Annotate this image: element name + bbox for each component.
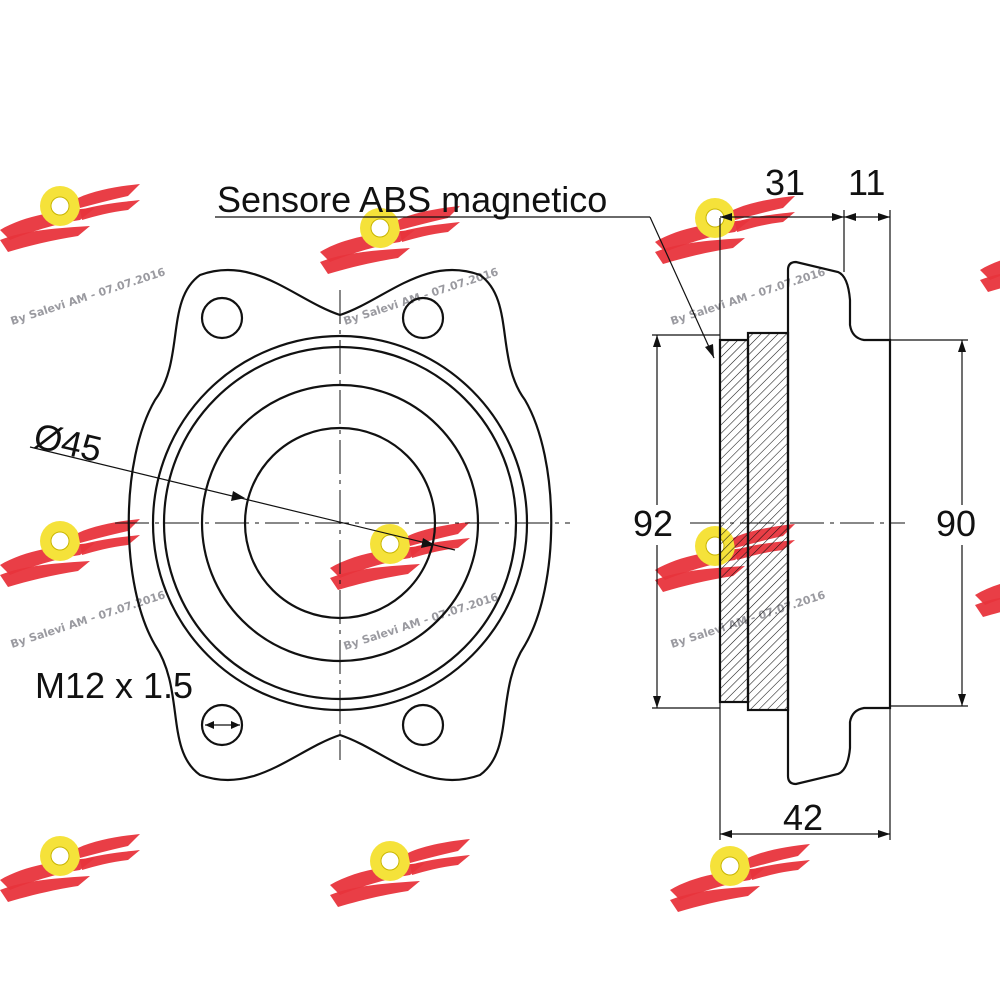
arrow-head	[832, 213, 844, 221]
watermark-logo-icon	[979, 223, 1000, 293]
arrow-head	[958, 340, 966, 352]
watermark-logo-icon	[0, 833, 141, 903]
watermark-text: By Salevi AM - 07.07.2016	[342, 590, 500, 653]
arrow-head	[878, 830, 890, 838]
arrow-head	[421, 538, 435, 548]
watermark-logo-icon	[0, 183, 141, 253]
arrow-head	[720, 213, 732, 221]
sensor-label: Sensore ABS magnetico	[217, 179, 607, 220]
arrow-head	[844, 213, 856, 221]
arrow-head	[653, 696, 661, 708]
dim-42-text: 42	[783, 797, 823, 838]
watermark-texts: By Salevi AM - 07.07.2016 By Salevi AM -…	[9, 265, 827, 653]
dim-31-text: 31	[765, 162, 805, 203]
arrow-head	[878, 213, 890, 221]
watermark-text: By Salevi AM - 07.07.2016	[9, 265, 167, 328]
side-view: 92 90 31 11 42 Sensore ABS magnetico	[215, 162, 976, 840]
dim-90-text: 90	[936, 503, 976, 544]
dim-92-text: 92	[633, 503, 673, 544]
arrow-head	[705, 344, 714, 358]
arrow-head	[231, 491, 245, 501]
arrow-head	[720, 830, 732, 838]
watermark-logo-icon	[669, 843, 811, 913]
bearing-body	[746, 331, 790, 712]
flange-outline	[127, 268, 553, 782]
thread-hole	[200, 703, 244, 747]
thread-label: M12 x 1.5	[35, 665, 193, 706]
watermark-logo-icon	[0, 518, 141, 588]
diameter-label: Ø45	[30, 415, 106, 470]
watermark-logo-icon	[329, 521, 471, 591]
sensor-leader	[649, 216, 715, 359]
arrow-head	[205, 721, 214, 729]
bolt-hole	[200, 296, 244, 340]
arrow-head	[653, 335, 661, 347]
dim-11-text: 11	[848, 162, 885, 203]
watermark-logo-icon	[654, 195, 796, 265]
watermark-logo-icon	[329, 838, 471, 908]
watermark-text: By Salevi AM - 07.07.2016	[669, 265, 827, 328]
bolt-hole	[401, 296, 445, 340]
abs-sensor-ring	[718, 338, 750, 704]
arrow-head	[231, 721, 240, 729]
watermark-logo-icon	[974, 548, 1000, 618]
bolt-hole	[401, 703, 445, 747]
arrow-head	[958, 694, 966, 706]
front-view: Ø45 M12 x 1.5	[29, 268, 570, 782]
